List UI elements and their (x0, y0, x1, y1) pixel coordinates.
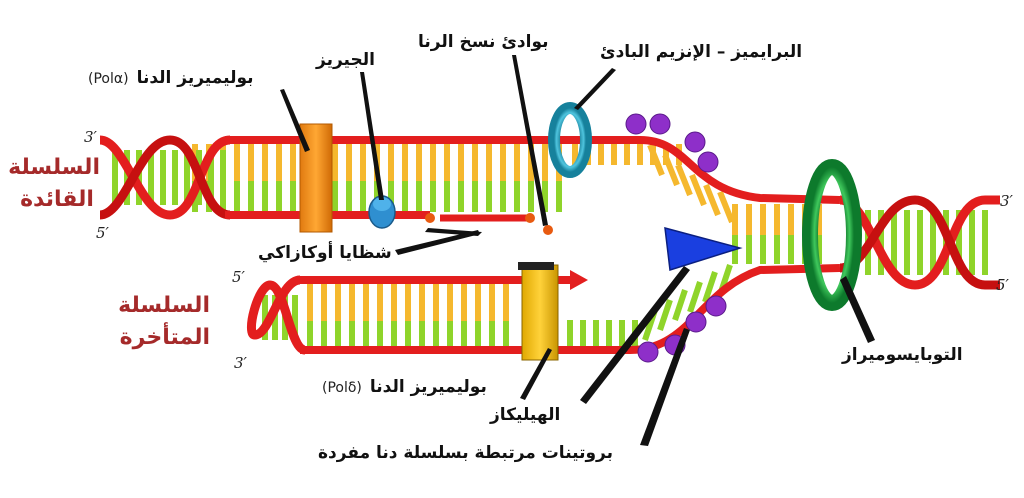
ssb-label: بروتينات مرتبطة بسلسلة دنا مفردة (318, 443, 613, 463)
pol-delta-block (521, 264, 559, 361)
lagging-strand-label: السلسلة المتأخرة (118, 293, 210, 350)
leading-parental-backbone (225, 136, 841, 204)
pol-alpha-label: (Polα) بوليميريز الدنا (88, 68, 254, 88)
end-right-5: 5′ (996, 276, 1009, 294)
base-pair (689, 173, 707, 207)
right-helix (839, 195, 1000, 290)
rna-primers (425, 213, 553, 235)
primase-ring (548, 102, 592, 178)
left-top-helix (98, 135, 231, 220)
base-pair (647, 143, 665, 177)
topoisomerase-label: التوبايسوميراز (842, 345, 963, 365)
pointer-lines (280, 55, 875, 446)
base-pair (672, 289, 688, 321)
ssb-protein (649, 113, 671, 135)
pol-alpha-name: بوليميريز الدنا (136, 68, 254, 88)
ssb-protein (685, 311, 707, 333)
pol-delta-tag: (Polδ) (322, 380, 362, 396)
end-top-left-5: 5′ (96, 224, 109, 242)
gyrase-protein (368, 195, 396, 229)
helicase-label: الهيليكاز (490, 405, 561, 425)
rna-primers-label: بوادئ نسخ الرنا (418, 32, 549, 52)
base-pair (703, 183, 721, 217)
end-bottom-left-3: 3′ (234, 354, 247, 372)
base-pair (702, 271, 718, 303)
helicase-wedge (664, 226, 743, 271)
leading-strand-label: السلسلة القائدة (8, 155, 100, 212)
pol-delta-name: بوليميريز الدنا (369, 377, 487, 397)
base-pair (717, 190, 735, 224)
topoisomerase-ring (802, 159, 862, 311)
lagging-arrow-head (570, 270, 588, 290)
end-bottom-left-5: 5′ (232, 268, 245, 286)
end-right-3: 3′ (1000, 192, 1013, 210)
base-pair (657, 299, 673, 331)
pol-alpha-block (299, 123, 333, 233)
base-pair (687, 281, 703, 313)
base-pair (662, 153, 680, 187)
ssb-protein (697, 151, 719, 173)
okazaki-label: شظايا أوكازاكي (258, 243, 392, 263)
left-bottom-helix (246, 275, 307, 355)
pol-alpha-tag: (Polα) (88, 71, 129, 87)
ssb-protein (705, 295, 727, 317)
end-top-left-3: 3′ (84, 128, 97, 146)
pol-delta-label: (Polδ) بوليميريز الدنا (322, 377, 487, 397)
base-pair (675, 163, 693, 197)
primase-label: البرايميز – الإنزيم البادئ (600, 42, 803, 62)
ssb-protein (684, 131, 706, 153)
ssb-protein (625, 113, 647, 135)
ssb-protein (637, 341, 659, 363)
gyrase-label: الجيريز (316, 50, 375, 70)
